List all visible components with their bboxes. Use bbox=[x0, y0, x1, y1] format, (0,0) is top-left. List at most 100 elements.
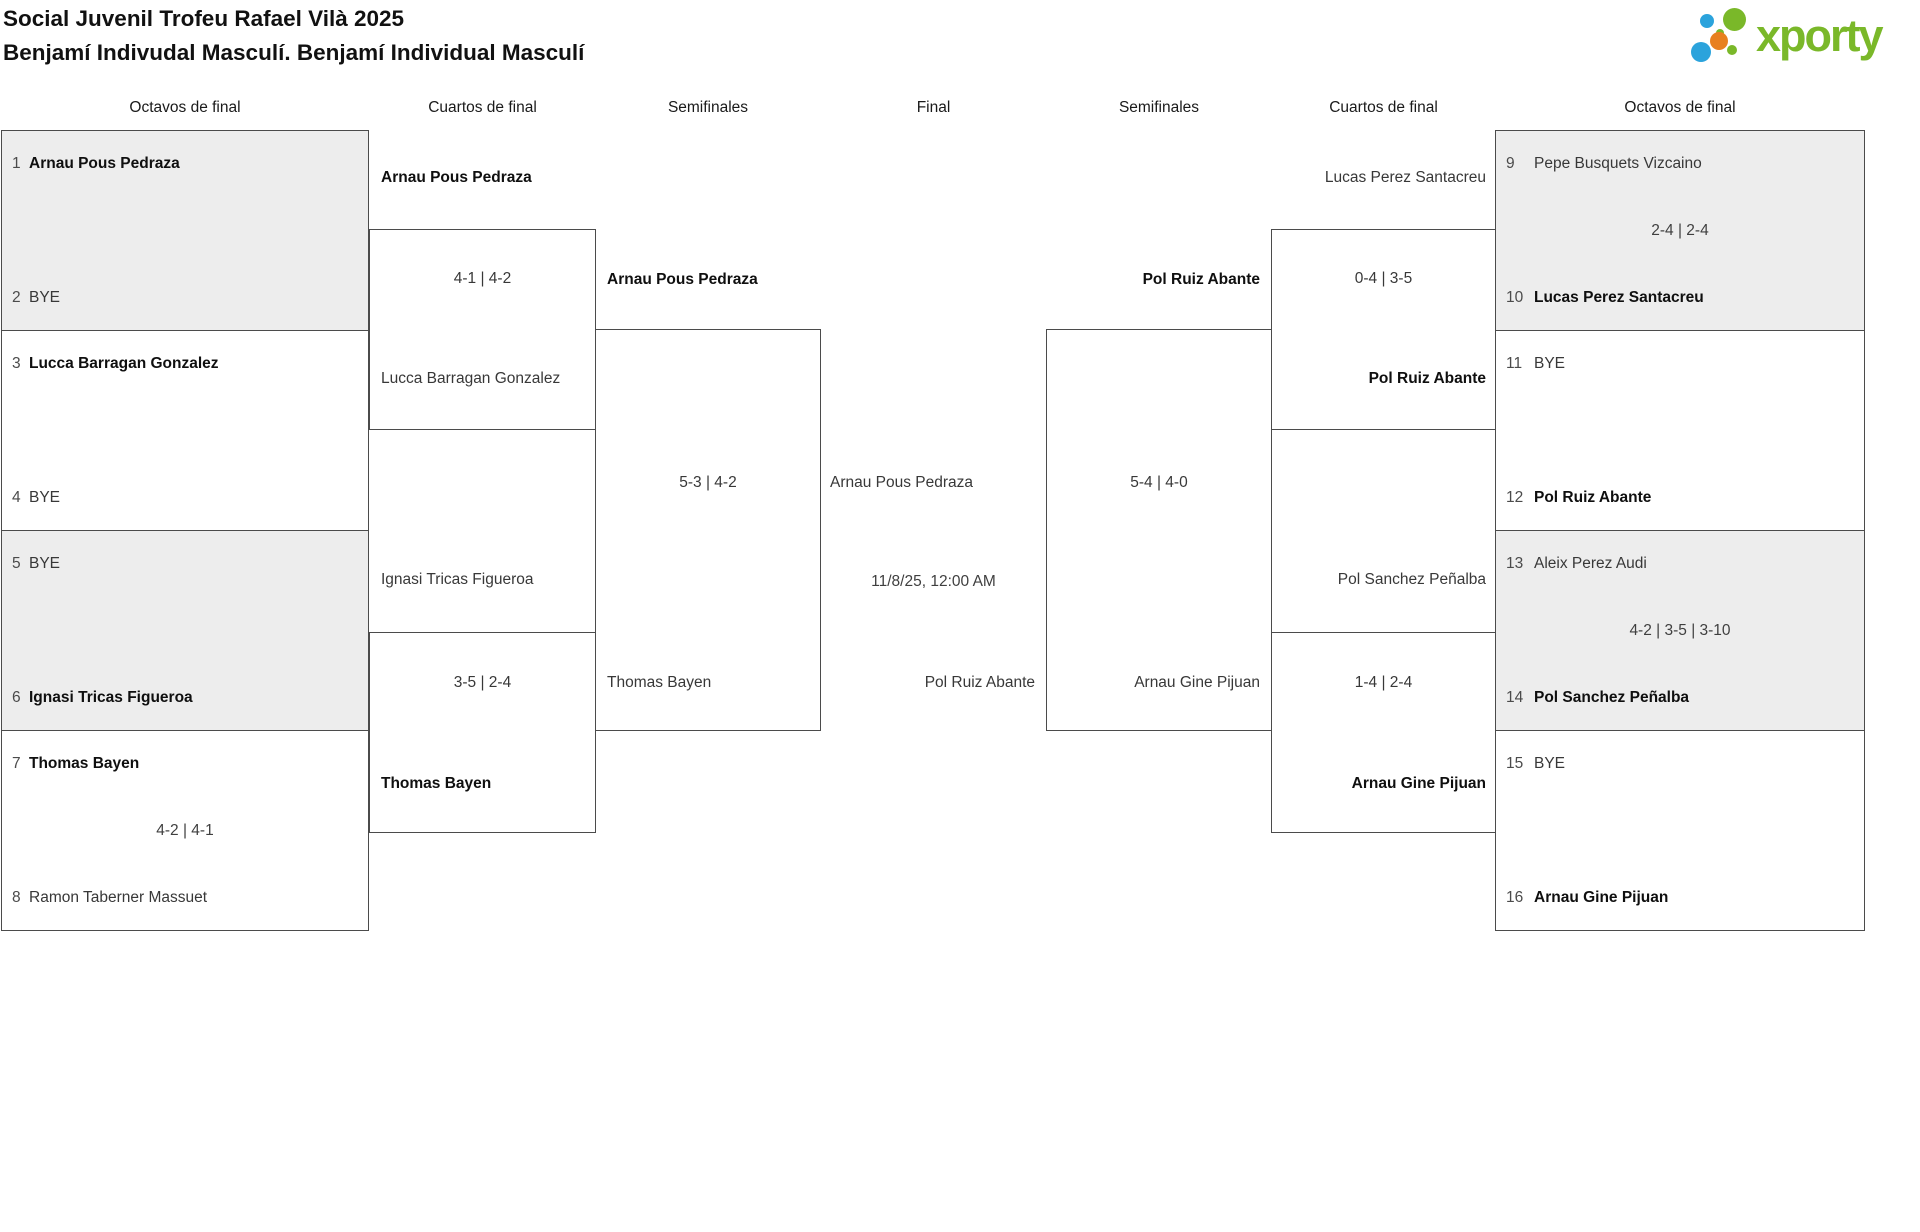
player-name[interactable]: Pol Ruiz Abante bbox=[1368, 370, 1486, 387]
player-name[interactable]: Aleix Perez Audi bbox=[1534, 555, 1647, 572]
player-name[interactable]: Thomas Bayen bbox=[381, 775, 492, 792]
player-name[interactable]: Arnau Pous Pedraza bbox=[607, 271, 758, 288]
player-slot[interactable]: 10 Lucas Perez Santacreu bbox=[1496, 287, 1864, 309]
player-name[interactable]: Lucas Perez Santacreu bbox=[1534, 289, 1704, 306]
seed-number: 1 bbox=[12, 155, 21, 172]
page-subtitle: Benjamí Indivudal Masculí. Benjamí Indiv… bbox=[3, 40, 585, 65]
player-name[interactable]: BYE bbox=[29, 289, 61, 306]
match-score bbox=[1496, 420, 1864, 442]
round-header-octavos-left: Octavos de final bbox=[129, 99, 241, 116]
seed-number: 15 bbox=[1506, 755, 1524, 772]
xporty-logo[interactable]: xporty bbox=[1680, 0, 1915, 78]
match-score: 5-4 | 4-0 bbox=[1130, 474, 1188, 491]
player-name[interactable]: Thomas Bayen bbox=[607, 674, 712, 691]
player-name[interactable]: Lucca Barragan Gonzalez bbox=[29, 355, 219, 372]
qf-match-left-2-box[interactable] bbox=[369, 632, 596, 833]
round-header-cuartos-right: Cuartos de final bbox=[1329, 99, 1438, 116]
player-slot[interactable]: 5 BYE bbox=[2, 553, 368, 575]
round-header-semifinales-right: Semifinales bbox=[1118, 99, 1200, 116]
seed-number: 9 bbox=[1506, 155, 1515, 172]
player-name[interactable]: Pol Sanchez Peñalba bbox=[1337, 571, 1486, 588]
final-player-right[interactable]: Pol Ruiz Abante bbox=[924, 674, 1035, 691]
qf-match-left-1-box[interactable] bbox=[369, 229, 596, 430]
player-slot[interactable]: 3 Lucca Barragan Gonzalez bbox=[2, 353, 368, 375]
player-name[interactable]: Thomas Bayen bbox=[29, 755, 140, 772]
final-player-left[interactable]: Arnau Pous Pedraza bbox=[830, 474, 974, 491]
match-score bbox=[1496, 820, 1864, 842]
seed-number: 11 bbox=[1506, 355, 1523, 372]
player-name[interactable]: Pol Ruiz Abante bbox=[1142, 271, 1260, 288]
round-header-cuartos-left: Cuartos de final bbox=[428, 99, 537, 116]
player-name[interactable]: Lucas Perez Santacreu bbox=[1324, 169, 1486, 186]
player-name[interactable]: BYE bbox=[29, 555, 61, 572]
seed-number: 14 bbox=[1506, 689, 1524, 706]
match-score: 4-2 | 3-5 | 3-10 bbox=[1629, 622, 1731, 639]
r16-match-1-2[interactable]: 1 Arnau Pous Pedraza 2 BYE bbox=[1, 130, 369, 331]
match-score: 5-3 | 4-2 bbox=[679, 474, 737, 491]
player-name[interactable]: Pol Sanchez Peñalba bbox=[1534, 689, 1690, 706]
match-score bbox=[2, 220, 368, 242]
match-score: 4-1 | 4-2 bbox=[453, 270, 512, 287]
logo-dot-icon bbox=[1727, 45, 1737, 55]
r16-match-3-4[interactable]: 3 Lucca Barragan Gonzalez 4 BYE bbox=[1, 330, 369, 531]
player-name[interactable]: Arnau Gine Pijuan bbox=[1134, 674, 1260, 691]
player-slot[interactable]: 14 Pol Sanchez Peñalba bbox=[1496, 687, 1864, 709]
match-score bbox=[2, 620, 368, 642]
qf-match-right-1-box[interactable] bbox=[1271, 229, 1496, 430]
match-score: 2-4 | 2-4 bbox=[1651, 222, 1709, 239]
r16-match-11-12[interactable]: 11 BYE 12 Pol Ruiz Abante bbox=[1495, 330, 1865, 531]
player-slot[interactable]: 13 Aleix Perez Audi bbox=[1496, 553, 1864, 575]
seed-number: 16 bbox=[1506, 889, 1524, 906]
player-name[interactable]: Lucca Barragan Gonzalez bbox=[381, 370, 561, 387]
player-slot[interactable]: 11 BYE bbox=[1496, 353, 1864, 375]
player-name[interactable]: Ramon Taberner Massuet bbox=[29, 889, 208, 906]
seed-number: 4 bbox=[12, 489, 21, 506]
round-header-semifinales-left: Semifinales bbox=[667, 99, 749, 116]
match-score bbox=[2, 420, 368, 442]
player-slot[interactable]: 2 BYE bbox=[2, 287, 368, 309]
seed-number: 13 bbox=[1506, 555, 1524, 572]
player-name[interactable]: Arnau Pous Pedraza bbox=[381, 169, 532, 186]
sf-match-left-box[interactable] bbox=[595, 329, 821, 731]
match-score: 0-4 | 3-5 bbox=[1354, 270, 1413, 287]
match-score: 1-4 | 2-4 bbox=[1354, 674, 1413, 691]
player-name[interactable]: Ignasi Tricas Figueroa bbox=[29, 689, 193, 706]
seed-number: 6 bbox=[12, 689, 21, 706]
page-title: Social Juvenil Trofeu Rafael Vilà 2025 bbox=[3, 6, 405, 31]
r16-match-9-10[interactable]: 9 Pepe Busquets Vizcaino 2-4 | 2-4 10 Lu… bbox=[1495, 130, 1865, 331]
match-score: 4-2 | 4-1 bbox=[156, 822, 214, 839]
seed-number: 8 bbox=[12, 889, 21, 906]
player-slot[interactable]: 4 BYE bbox=[2, 487, 368, 509]
player-slot[interactable]: 15 BYE bbox=[1496, 753, 1864, 775]
r16-match-7-8[interactable]: 7 Thomas Bayen 4-2 | 4-1 8 Ramon Taberne… bbox=[1, 730, 369, 931]
player-slot[interactable]: 8 Ramon Taberner Massuet bbox=[2, 887, 368, 909]
sf-match-right-box[interactable] bbox=[1046, 329, 1272, 731]
player-slot[interactable]: 16 Arnau Gine Pijuan bbox=[1496, 887, 1864, 909]
qf-match-right-2-box[interactable] bbox=[1271, 632, 1496, 833]
r16-match-13-14[interactable]: 13 Aleix Perez Audi 4-2 | 3-5 | 3-10 14 … bbox=[1495, 530, 1865, 731]
player-slot[interactable]: 7 Thomas Bayen bbox=[2, 753, 368, 775]
player-name[interactable]: Arnau Gine Pijuan bbox=[1351, 775, 1486, 792]
player-name[interactable]: Pol Ruiz Abante bbox=[1534, 489, 1652, 506]
player-slot[interactable]: 12 Pol Ruiz Abante bbox=[1496, 487, 1864, 509]
xporty-logo-text: xporty bbox=[1756, 10, 1884, 61]
seed-number: 5 bbox=[12, 555, 21, 572]
player-name[interactable]: BYE bbox=[29, 489, 61, 506]
player-slot[interactable]: 9 Pepe Busquets Vizcaino bbox=[1496, 153, 1864, 175]
player-slot[interactable]: 6 Ignasi Tricas Figueroa bbox=[2, 687, 368, 709]
player-name[interactable]: Arnau Pous Pedraza bbox=[29, 155, 180, 172]
player-name[interactable]: BYE bbox=[1534, 355, 1566, 372]
player-name[interactable]: BYE bbox=[1534, 755, 1566, 772]
round-header-final: Final bbox=[916, 99, 951, 116]
seed-number: 12 bbox=[1506, 489, 1524, 506]
logo-dot-icon bbox=[1723, 8, 1746, 31]
player-name[interactable]: Pepe Busquets Vizcaino bbox=[1534, 155, 1702, 172]
r16-match-5-6[interactable]: 5 BYE 6 Ignasi Tricas Figueroa bbox=[1, 530, 369, 731]
r16-match-15-16[interactable]: 15 BYE 16 Arnau Gine Pijuan bbox=[1495, 730, 1865, 931]
final-match-date: 11/8/25, 12:00 AM bbox=[871, 573, 996, 590]
match-score: 3-5 | 2-4 bbox=[453, 674, 512, 691]
player-name[interactable]: Arnau Gine Pijuan bbox=[1534, 889, 1669, 906]
player-slot[interactable]: 1 Arnau Pous Pedraza bbox=[2, 153, 368, 175]
player-name[interactable]: Ignasi Tricas Figueroa bbox=[381, 571, 534, 588]
